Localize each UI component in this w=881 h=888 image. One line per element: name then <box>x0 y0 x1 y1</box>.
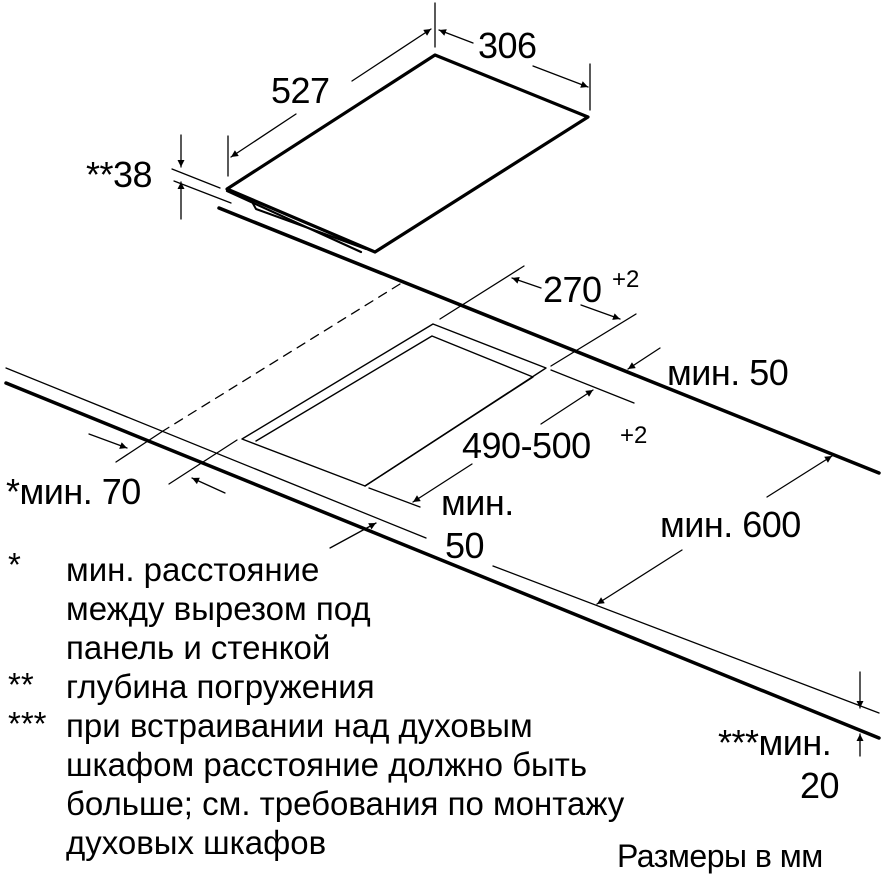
dim-arrow-490-a <box>540 389 594 425</box>
dim-arrow-600-a <box>766 455 833 498</box>
wall-dashed-line <box>162 283 401 432</box>
dim-label-back-min-50: мин. 50 <box>667 352 789 393</box>
ext-line-270-a <box>439 265 525 320</box>
dim-arrow-270-a <box>511 276 542 289</box>
footnote-3-line-1: при встраивании над духовым <box>66 707 533 744</box>
dim-label-oven-20: 20 <box>800 765 840 806</box>
dim-arrow-70-b <box>191 477 226 494</box>
hob-underside <box>225 189 363 254</box>
worktop-back-edge <box>217 206 881 475</box>
ext-line-490-a <box>550 369 635 404</box>
dim-label-38: **38 <box>86 154 153 195</box>
dim-tolerance-270: +2 <box>612 266 640 293</box>
footnote-2-line-1: глубина погружения <box>66 668 375 705</box>
footnote-1-line-1: мин. расстояние <box>66 551 320 588</box>
dim-tolerance-490-500: +2 <box>620 422 648 449</box>
dim-label-side-min-70: *мин. 70 <box>6 471 141 512</box>
hob-top-outline <box>225 53 590 254</box>
dim-arrow-527-b <box>351 28 432 82</box>
dim-arrow-back-50 <box>627 347 661 370</box>
ext-line-38-a <box>171 168 221 189</box>
footnote-1-line-3: панель и стенкой <box>66 629 331 666</box>
ext-line-270-b <box>550 313 637 367</box>
dim-label-490-500: 490-500 <box>462 425 591 466</box>
ext-line-490-b <box>368 487 421 508</box>
dim-arrow-527-a <box>230 113 297 158</box>
dim-arrow-front-50 <box>329 522 377 549</box>
ext-line-70-a <box>115 430 164 463</box>
footnote-3-line-3: больше; см. требования по монтажу <box>66 785 625 822</box>
dim-label-min-600: мин. 600 <box>660 504 801 545</box>
cutout-inner <box>255 335 534 487</box>
dim-arrow-70-a <box>88 433 128 449</box>
worktop-front-edge <box>4 381 881 740</box>
dim-label-270: 270 <box>543 269 602 310</box>
ext-line-38-b <box>173 180 232 204</box>
dim-label-front-50: 50 <box>445 525 485 566</box>
units-note: Размеры в мм <box>617 838 823 874</box>
dim-arrow-490-b <box>412 463 473 503</box>
footnote-marker-1: * <box>8 546 21 583</box>
footnote-marker-3: *** <box>8 705 47 742</box>
footnote-marker-2: ** <box>8 666 34 703</box>
ext-line-70-b <box>168 439 238 485</box>
worktop-front-edge-thin-b <box>492 565 880 714</box>
footnote-1-line-2: между вырезом под <box>66 590 371 627</box>
footnote-3-line-2: шкафом расстояние должно быть <box>66 746 588 783</box>
dim-arrow-600-b <box>596 549 683 605</box>
footnote-3-line-4: духовых шкафов <box>66 824 327 861</box>
dim-label-oven-min: ***мин. <box>718 722 832 763</box>
dim-arrow-306-b <box>532 65 589 88</box>
dim-label-527: 527 <box>271 70 330 111</box>
dim-label-306: 306 <box>478 25 537 66</box>
dim-arrow-306-a <box>438 29 474 44</box>
dim-arrow-270-b <box>580 304 621 320</box>
dim-label-front-min: мин. <box>441 482 514 523</box>
hob-step <box>250 199 367 250</box>
